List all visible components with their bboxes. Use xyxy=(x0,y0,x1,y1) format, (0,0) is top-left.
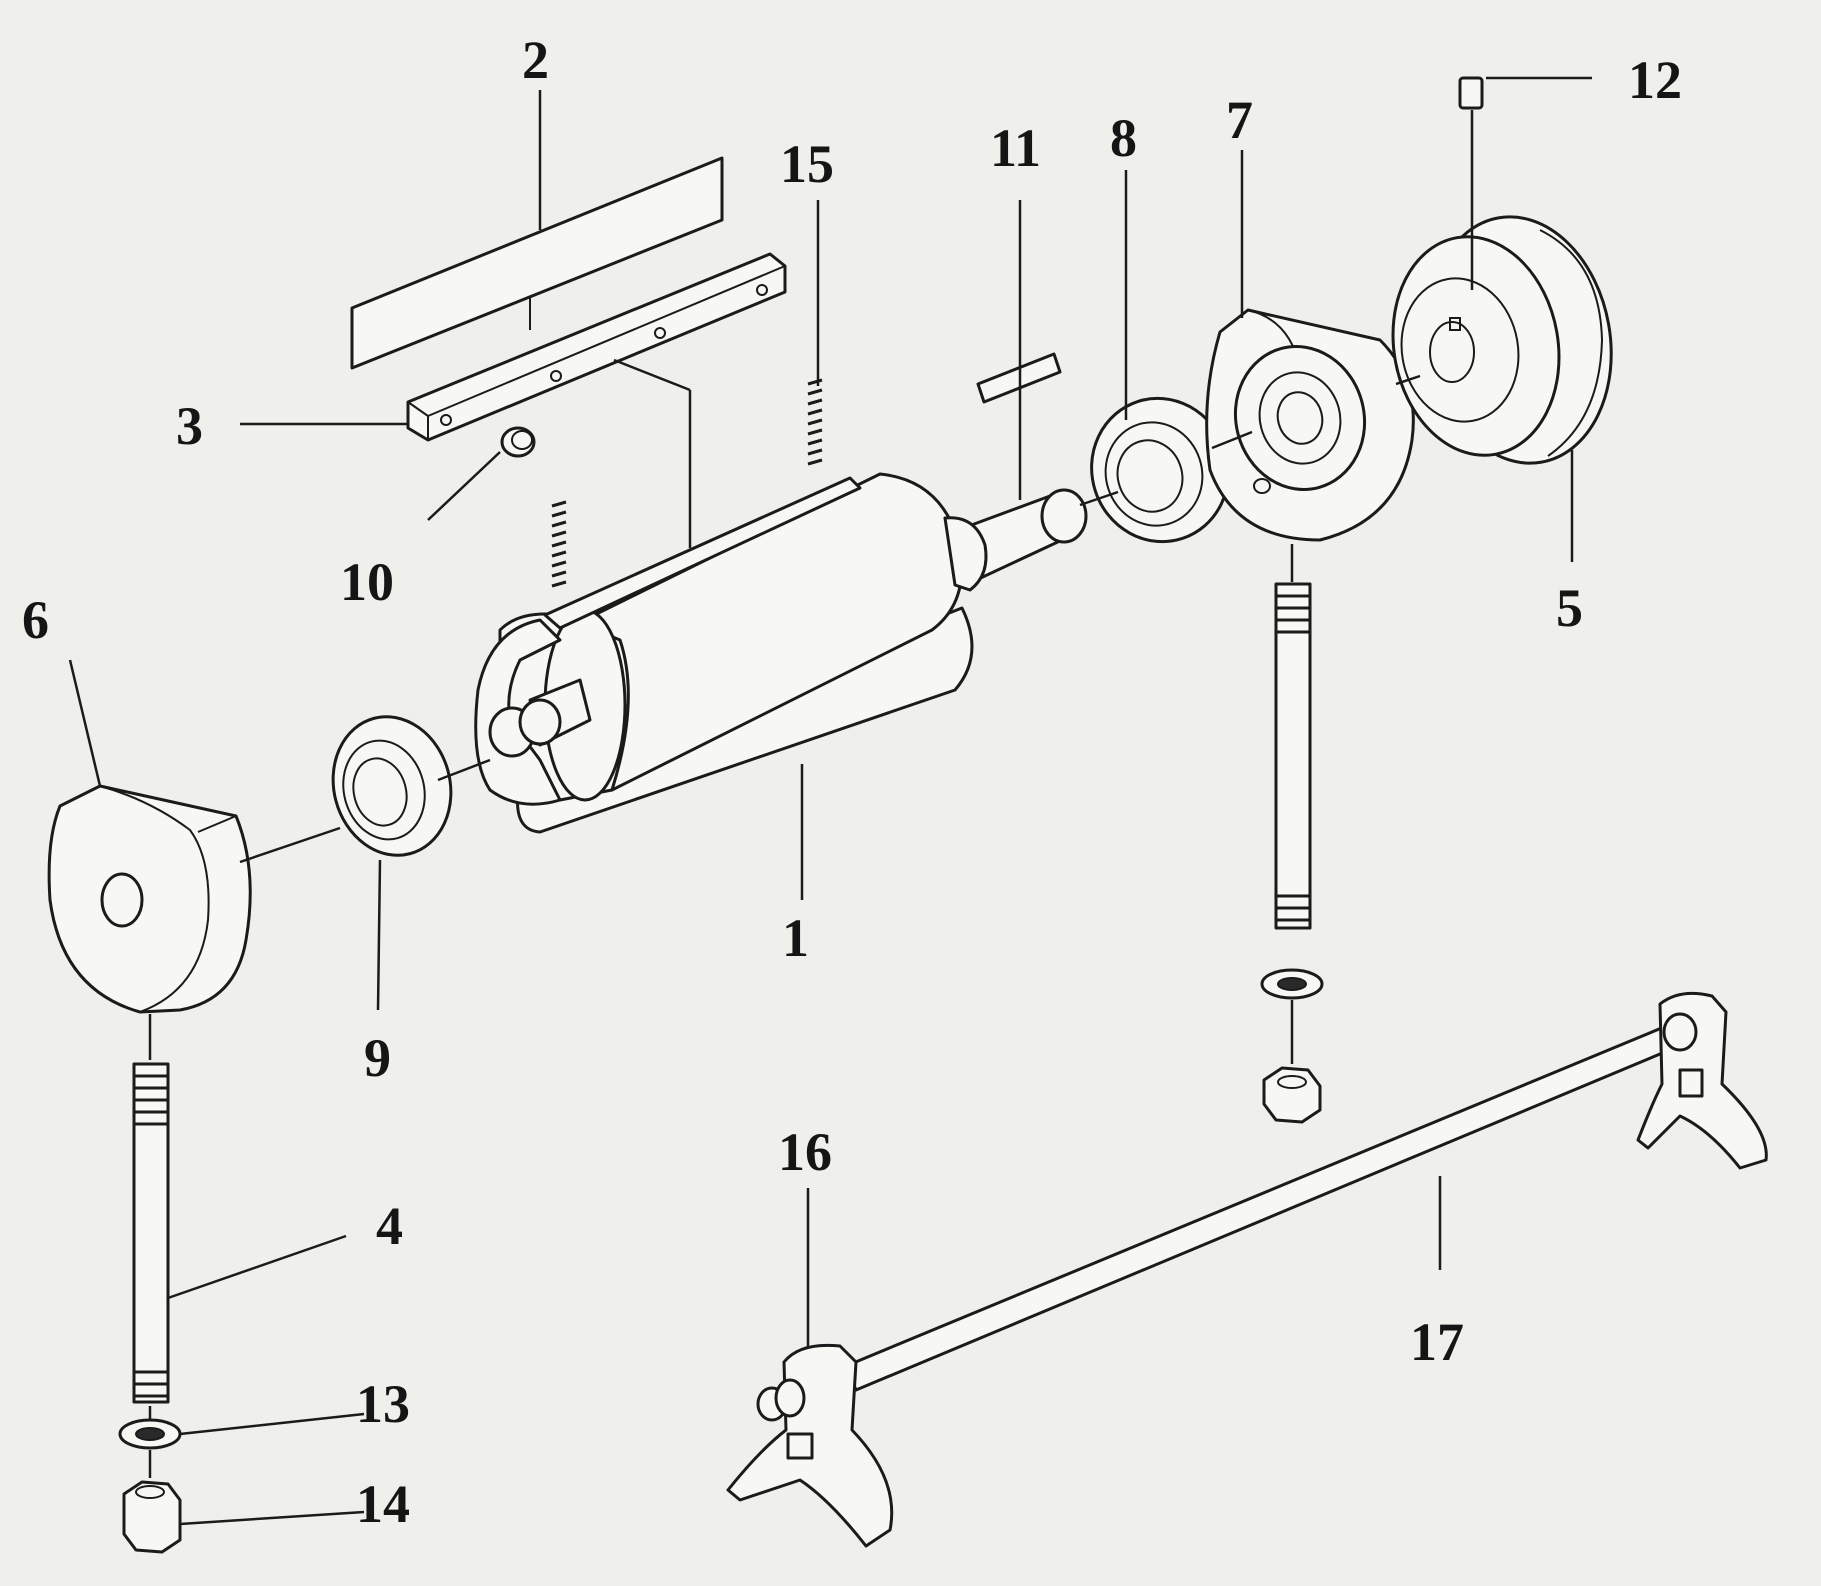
nut-right xyxy=(1262,1066,1322,1124)
callout-9: 9 xyxy=(364,1028,391,1088)
callout-10: 10 xyxy=(340,552,394,612)
callout-16: 16 xyxy=(778,1122,832,1182)
callout-7: 7 xyxy=(1226,90,1253,150)
callout-5: 5 xyxy=(1556,578,1583,638)
callout-6: 6 xyxy=(22,590,49,650)
callout-4: 4 xyxy=(376,1196,403,1256)
part-4-threaded-rod-left xyxy=(132,1062,170,1404)
threaded-rod-right xyxy=(1274,582,1312,930)
callout-labels: 1 2 3 4 5 6 7 8 9 10 11 12 13 14 15 16 1… xyxy=(22,30,1682,1534)
callout-14: 14 xyxy=(356,1474,410,1534)
part-10-screw xyxy=(500,426,536,458)
callout-8: 8 xyxy=(1110,108,1137,168)
part-1-cutter-drum xyxy=(474,472,1088,834)
part-16-stand-right xyxy=(1636,991,1768,1170)
washer-right xyxy=(1260,968,1324,1000)
part-2-blade-plate xyxy=(350,156,724,370)
assembly-axis-lines xyxy=(148,110,1474,1478)
part-5-pulley xyxy=(1391,215,1613,465)
callout-15: 15 xyxy=(780,134,834,194)
callout-3: 3 xyxy=(176,396,203,456)
callout-1: 1 xyxy=(782,908,809,968)
callout-11: 11 xyxy=(990,118,1041,178)
part-17-support-rod xyxy=(844,1020,1686,1392)
part-16-stand-left xyxy=(726,1343,894,1548)
part-7-housing xyxy=(1205,308,1415,542)
part-3-bar xyxy=(406,252,787,442)
part-15-springs xyxy=(551,378,823,588)
part-14-nut-left xyxy=(122,1480,182,1554)
callout-12: 12 xyxy=(1628,50,1682,110)
leader-lines xyxy=(68,76,1592,1526)
part-12-set-screw xyxy=(1458,76,1484,110)
part-9-bearing xyxy=(331,715,453,857)
part-13-washer-left xyxy=(118,1418,182,1450)
callout-17: 17 xyxy=(1410,1312,1464,1372)
part-8-bearing xyxy=(1090,396,1230,544)
callout-2: 2 xyxy=(522,30,549,90)
part-6-end-block xyxy=(47,784,252,1014)
callout-13: 13 xyxy=(356,1374,410,1434)
